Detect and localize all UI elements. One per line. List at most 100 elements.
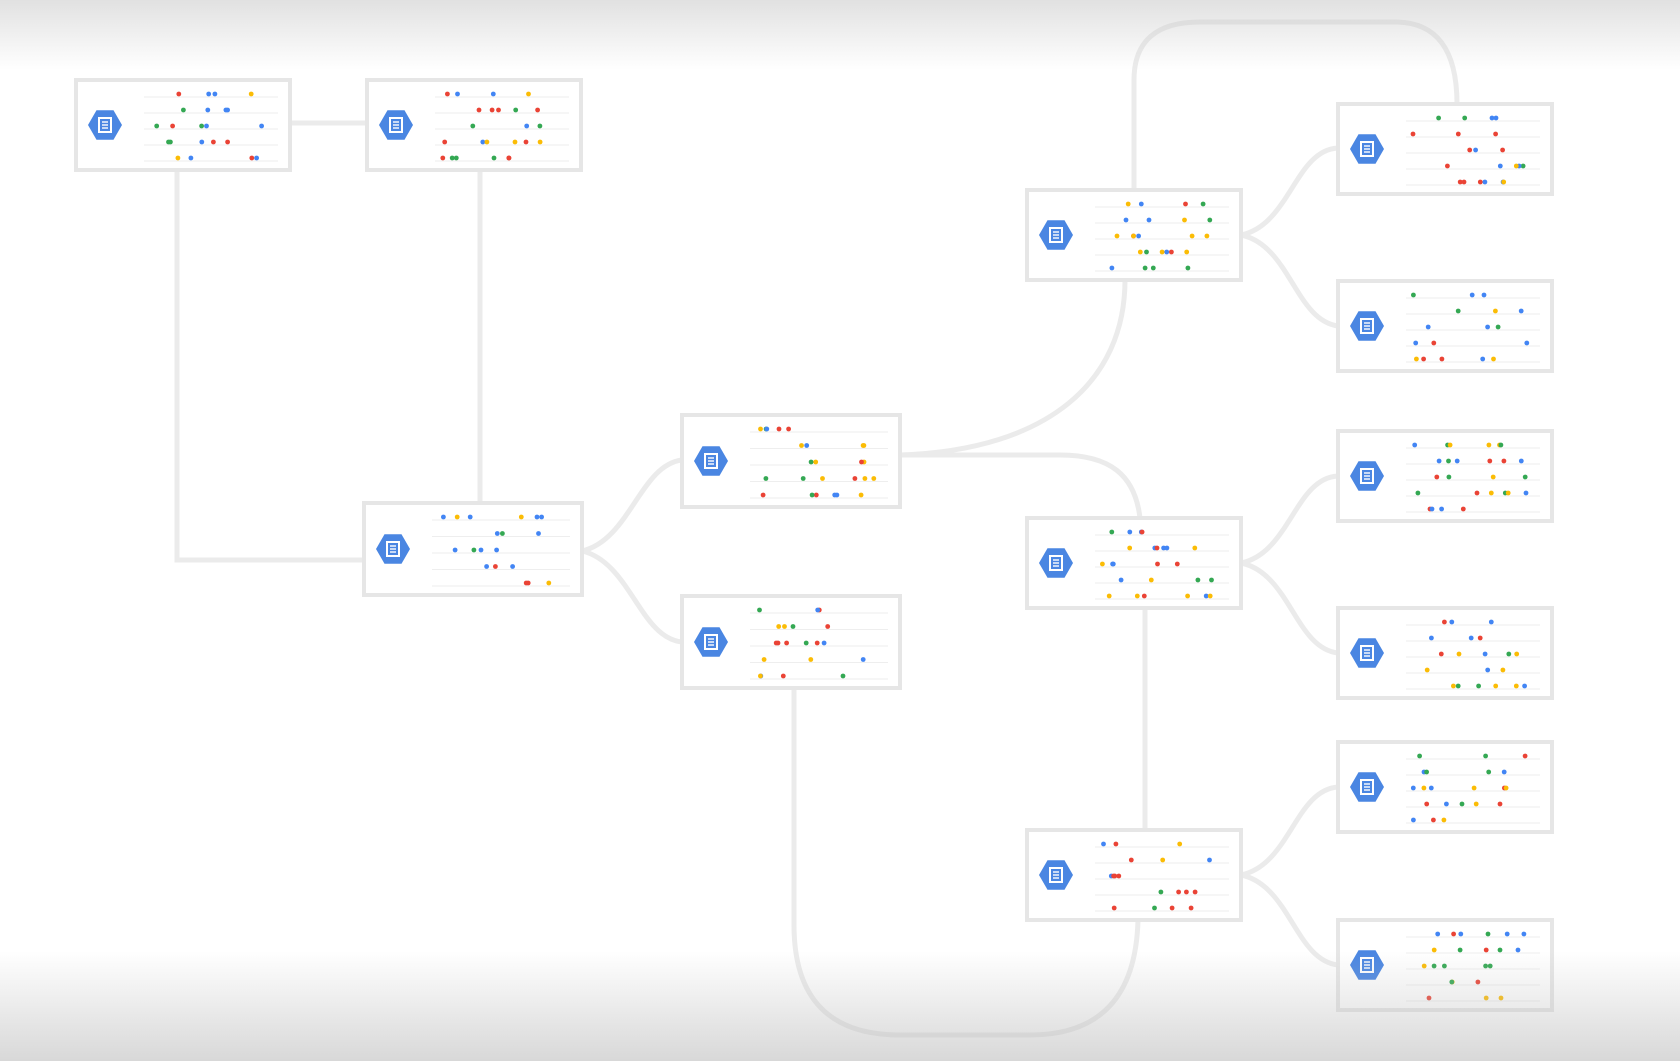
activity-dot	[455, 91, 460, 97]
activity-dot	[1429, 506, 1435, 512]
activity-dot	[1174, 561, 1180, 567]
activity-dot	[1497, 801, 1503, 807]
activity-dot	[1127, 529, 1133, 535]
activity-dot	[1142, 265, 1148, 271]
activity-dot	[1128, 857, 1134, 863]
server-node-n7[interactable]	[1025, 516, 1243, 610]
activity-dot	[1493, 131, 1498, 137]
activity-dot	[506, 155, 512, 161]
activity-dot	[1424, 801, 1430, 807]
activity-dot	[1184, 889, 1189, 895]
activity-dot	[1431, 947, 1437, 953]
activity-dot	[852, 476, 858, 481]
activity-dot	[1209, 577, 1214, 583]
activity-dot	[1410, 131, 1416, 137]
server-node-n4[interactable]	[680, 413, 902, 509]
server-node-n11[interactable]	[1336, 429, 1554, 523]
activity-dot	[808, 459, 814, 465]
activity-dot	[1184, 249, 1190, 255]
activity-dot	[1429, 635, 1434, 641]
activity-dot	[154, 123, 160, 129]
activity-dot	[206, 91, 212, 97]
server-node-n3[interactable]	[362, 501, 584, 597]
activity-dot	[1154, 545, 1160, 551]
activity-dot	[1523, 490, 1529, 496]
activity-dot	[1421, 785, 1427, 791]
activity-dot	[1183, 201, 1188, 207]
activity-dot	[1421, 356, 1426, 362]
activity-dot	[1417, 753, 1422, 759]
activity-dot	[1146, 217, 1152, 223]
server-node-n6[interactable]	[1025, 188, 1243, 282]
activity-dot	[764, 426, 770, 432]
activity-dot	[1482, 179, 1488, 185]
server-node-n13[interactable]	[1336, 740, 1554, 834]
activity-dot	[1493, 115, 1499, 121]
server-node-n10[interactable]	[1336, 279, 1554, 373]
activity-dot	[784, 640, 789, 646]
activity-dot	[1431, 340, 1437, 346]
connector-n8-n15	[1238, 872, 1341, 968]
activity-dot	[442, 139, 448, 145]
activity-dot	[1462, 115, 1468, 121]
server-node-n1[interactable]	[74, 78, 292, 172]
activity-dot	[478, 547, 484, 553]
activity-dot	[1504, 931, 1510, 937]
activity-dot	[1189, 233, 1195, 239]
activity-dot	[449, 155, 455, 161]
activity-dot	[1500, 147, 1505, 153]
activity-dot	[834, 492, 840, 498]
activity-dot	[1442, 619, 1447, 625]
activity-dot	[1137, 249, 1143, 255]
activity-dot	[1428, 785, 1434, 791]
activity-dot	[536, 531, 541, 536]
server-node-n9[interactable]	[1336, 102, 1554, 196]
activity-dot	[871, 476, 877, 481]
activity-dot	[546, 580, 552, 586]
server-node-n2[interactable]	[365, 78, 583, 172]
activity-dot	[1449, 979, 1455, 985]
activity-dot	[512, 139, 518, 145]
activity-dot	[1522, 474, 1528, 480]
activity-dot	[790, 624, 796, 629]
activity-dot	[1185, 593, 1190, 599]
activity-dot	[510, 564, 515, 569]
server-node-n5[interactable]	[680, 594, 902, 690]
activity-dot	[1158, 889, 1164, 895]
activity-dot	[1483, 753, 1488, 759]
activity-dot	[494, 547, 499, 553]
activity-dot	[1518, 308, 1524, 314]
activity-dot	[1438, 651, 1444, 657]
activity-dot	[480, 139, 486, 145]
activity-dot	[1522, 683, 1527, 689]
server-node-n14[interactable]	[1336, 918, 1554, 1012]
activity-dot	[1439, 506, 1444, 512]
server-node-n8[interactable]	[1025, 828, 1243, 922]
activity-dot	[1505, 490, 1511, 496]
server-node-n12[interactable]	[1336, 606, 1554, 700]
activity-dot	[1100, 561, 1105, 567]
activity-dot	[1501, 458, 1507, 464]
activity-dot	[523, 580, 529, 586]
activity-dot	[1421, 963, 1427, 969]
activity-dot	[1155, 561, 1160, 567]
activity-dot	[1160, 857, 1166, 863]
activity-dot	[1446, 474, 1452, 480]
activity-dot	[1435, 931, 1441, 937]
activity-dot	[799, 443, 804, 448]
activity-dot	[1410, 785, 1416, 791]
activity-dot	[1483, 995, 1489, 1001]
activity-dot	[1442, 963, 1447, 969]
activity-dot	[476, 107, 482, 113]
activity-dot	[758, 426, 763, 432]
node-layer	[74, 78, 1554, 1012]
activity-dot	[1138, 201, 1144, 207]
activity-dot	[786, 426, 791, 432]
activity-dot	[205, 107, 211, 113]
activity-dot	[1111, 905, 1117, 911]
activity-dot	[1487, 963, 1493, 969]
activity-dot	[1134, 593, 1140, 599]
activity-dot	[1513, 683, 1519, 689]
activity-dot	[181, 107, 186, 113]
connector-n1-n3	[174, 167, 367, 563]
